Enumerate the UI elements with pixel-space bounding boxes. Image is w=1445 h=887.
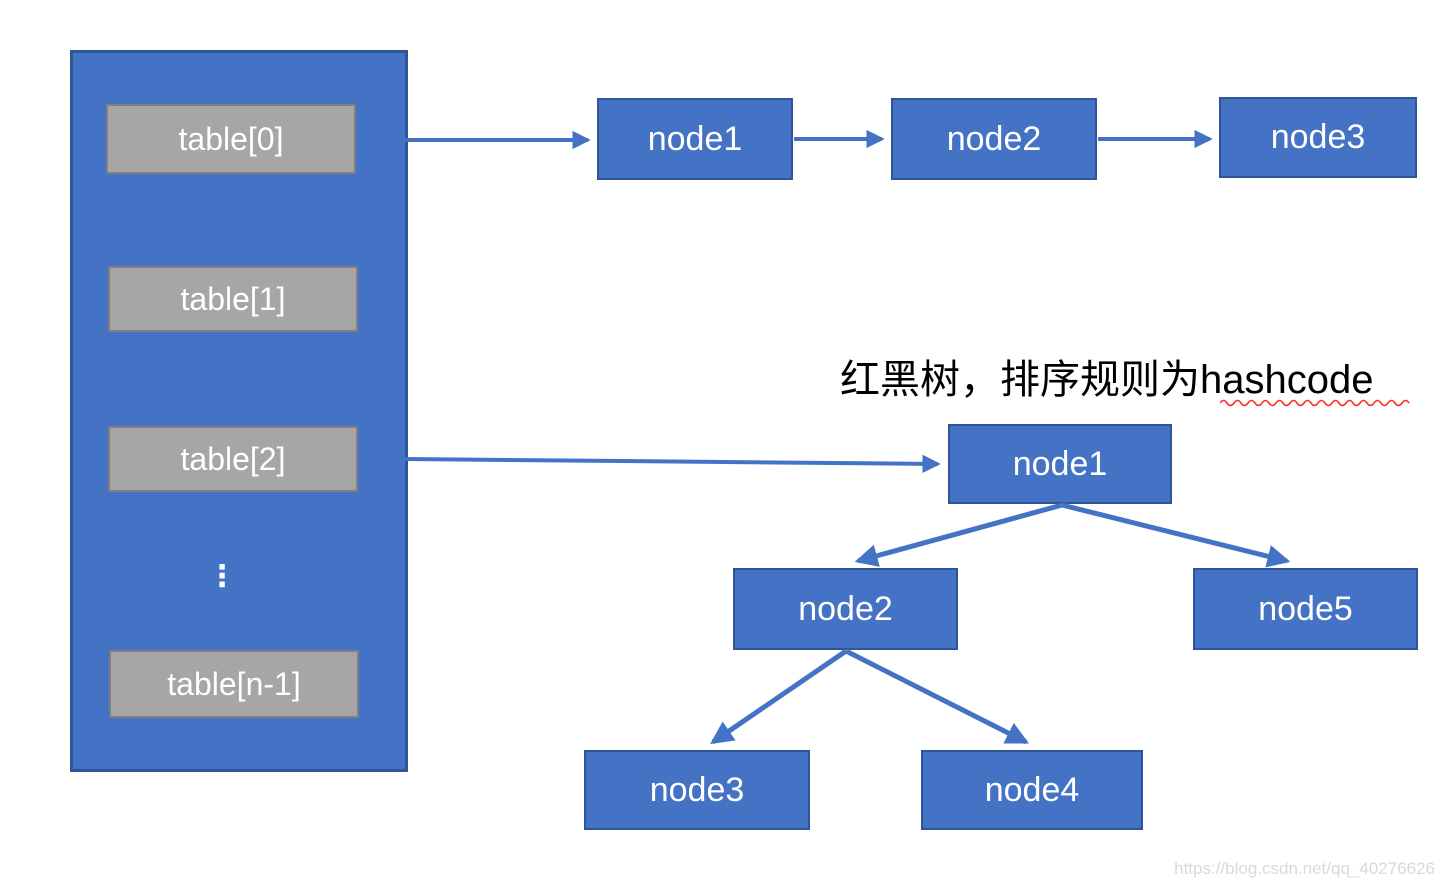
vertical-ellipsis-glyph: ⋮ bbox=[207, 559, 237, 593]
watermark-url: https://blog.csdn.net/qq_40276626 bbox=[1174, 859, 1435, 878]
table-slot-2-label: table[2] bbox=[180, 440, 286, 477]
table-slot-1-label: table[1] bbox=[180, 280, 286, 317]
tree-annotation-keyword: hashcode bbox=[1200, 358, 1374, 402]
list-node3-label: node3 bbox=[1270, 118, 1366, 156]
list-node1: node1 bbox=[597, 98, 793, 180]
tree-node2: node2 bbox=[733, 568, 958, 650]
table-slot-0: table[0] bbox=[106, 104, 356, 174]
table-slot-0-label: table[0] bbox=[178, 120, 284, 157]
tree-root-node1: node1 bbox=[948, 424, 1172, 504]
table-slot-2: table[2] bbox=[108, 426, 358, 492]
list-node2-label: node2 bbox=[946, 119, 1042, 158]
tree-node4-label: node4 bbox=[984, 770, 1080, 809]
tree-node4: node4 bbox=[921, 750, 1143, 830]
tree-node3-label: node3 bbox=[649, 770, 745, 809]
edge-tree-node2-to-node4 bbox=[844, 648, 1030, 745]
edge-tree-node1-to-node2 bbox=[854, 502, 1063, 567]
arrow-table2-to-tree-root bbox=[404, 454, 941, 474]
tree-annotation-prefix: 红黑树，排序规则为 bbox=[840, 358, 1200, 402]
list-node1-label: node1 bbox=[647, 119, 743, 158]
tree-node3: node3 bbox=[584, 750, 810, 830]
table-slot-1: table[1] bbox=[108, 266, 358, 332]
edge-tree-node2-to-node3 bbox=[710, 648, 848, 745]
list-node3: node3 bbox=[1219, 97, 1417, 178]
tree-node2-label: node2 bbox=[798, 589, 893, 628]
list-node2: node2 bbox=[891, 98, 1097, 180]
edge-tree-node1-to-node5 bbox=[1061, 502, 1291, 568]
vertical-ellipsis: ⋮ bbox=[196, 548, 248, 604]
table-slot-n-1-label: table[n-1] bbox=[167, 665, 301, 702]
tree-root-node1-label: node1 bbox=[1012, 444, 1108, 483]
tree-node5: node5 bbox=[1193, 568, 1418, 650]
tree-node5-label: node5 bbox=[1258, 589, 1353, 628]
tree-annotation: 红黑树，排序规则为hashcode bbox=[840, 356, 1373, 404]
spellcheck-squiggle bbox=[1220, 399, 1410, 407]
table-slot-n-1: table[n-1] bbox=[109, 650, 359, 718]
